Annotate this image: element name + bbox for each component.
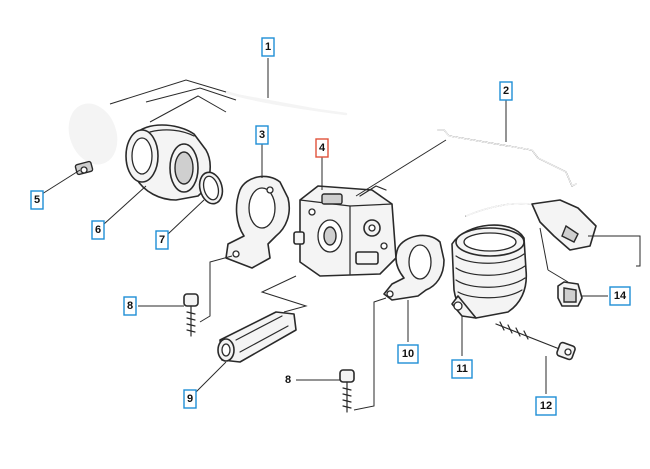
callout-6-label: 6 [95,224,101,236]
part-12-long-bolt [495,321,576,361]
callout-1-label: 1 [265,41,271,53]
callout-4-label: 4 [319,142,326,154]
callout-3[interactable]: 3 [255,125,269,145]
part-5-hose-clamp [68,103,118,176]
part-1-hose [224,90,348,116]
part-13-choke-lever [465,199,597,251]
callout-10[interactable]: 10 [397,344,419,364]
callout-9-label: 9 [187,393,193,405]
callout-14-label: 14 [614,290,627,302]
callout-14[interactable]: 14 [609,286,631,306]
callout-7[interactable]: 7 [155,230,169,250]
callout-8-lower-label: 8 [285,374,291,386]
part-10-bracket [383,234,445,301]
part-2-throttle-rod [437,129,577,187]
callout-10-label: 10 [402,348,414,360]
callout-8-upper-label: 8 [127,300,133,312]
callout-9[interactable]: 9 [183,389,197,409]
part-4-carburetor [293,185,397,277]
callout-3-label: 3 [259,129,265,141]
callout-6[interactable]: 6 [91,220,105,240]
callout-11-label: 11 [456,363,468,375]
part-8-screw-lower [339,369,355,413]
callout-8-upper[interactable]: 8 [123,296,137,316]
callout-7-label: 7 [159,234,165,246]
part-3-bracket [225,175,291,269]
part-8-screw-upper [183,293,199,337]
callout-12[interactable]: 12 [535,396,557,416]
callout-5-label: 5 [34,194,40,206]
part-6-intake-boot [125,124,211,201]
callout-8-lower[interactable]: 8 [282,371,294,389]
callouts: 1 2 3 4 5 6 7 8 [30,37,631,416]
callout-2[interactable]: 2 [499,81,513,101]
part-14-choke-knob [557,281,583,307]
leader-lines [41,58,641,411]
part-9-spacer [217,311,297,363]
callout-1[interactable]: 1 [261,37,275,57]
callout-11[interactable]: 11 [451,359,473,379]
callout-2-label: 2 [503,85,509,97]
part-7-gasket [198,171,224,205]
callout-12-label: 12 [540,400,552,412]
callout-4[interactable]: 4 [315,138,329,158]
part-11-intake-bellows [451,224,528,319]
callout-5[interactable]: 5 [30,190,44,210]
